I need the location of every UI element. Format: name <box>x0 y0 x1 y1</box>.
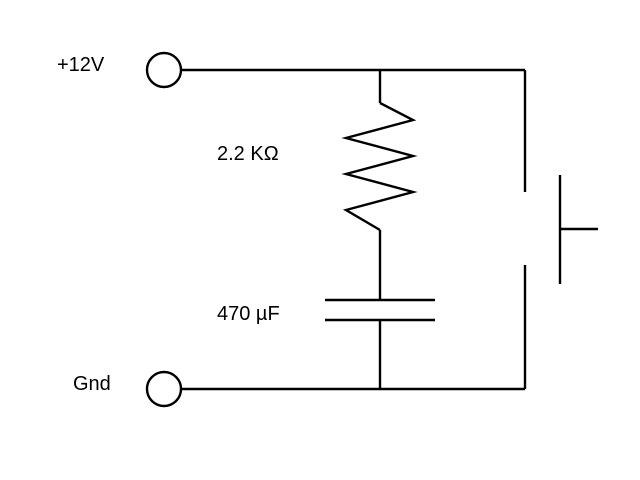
resistor-symbol <box>341 101 418 232</box>
positive-terminal-icon <box>145 51 183 89</box>
capacitor-value-label: 470 µF <box>217 303 280 325</box>
ground-terminal-label: Gnd <box>73 373 111 395</box>
ground-terminal-icon <box>145 370 183 408</box>
positive-terminal-label: +12V <box>57 54 105 76</box>
resistor-value-label: 2.2 KΩ <box>217 143 279 165</box>
